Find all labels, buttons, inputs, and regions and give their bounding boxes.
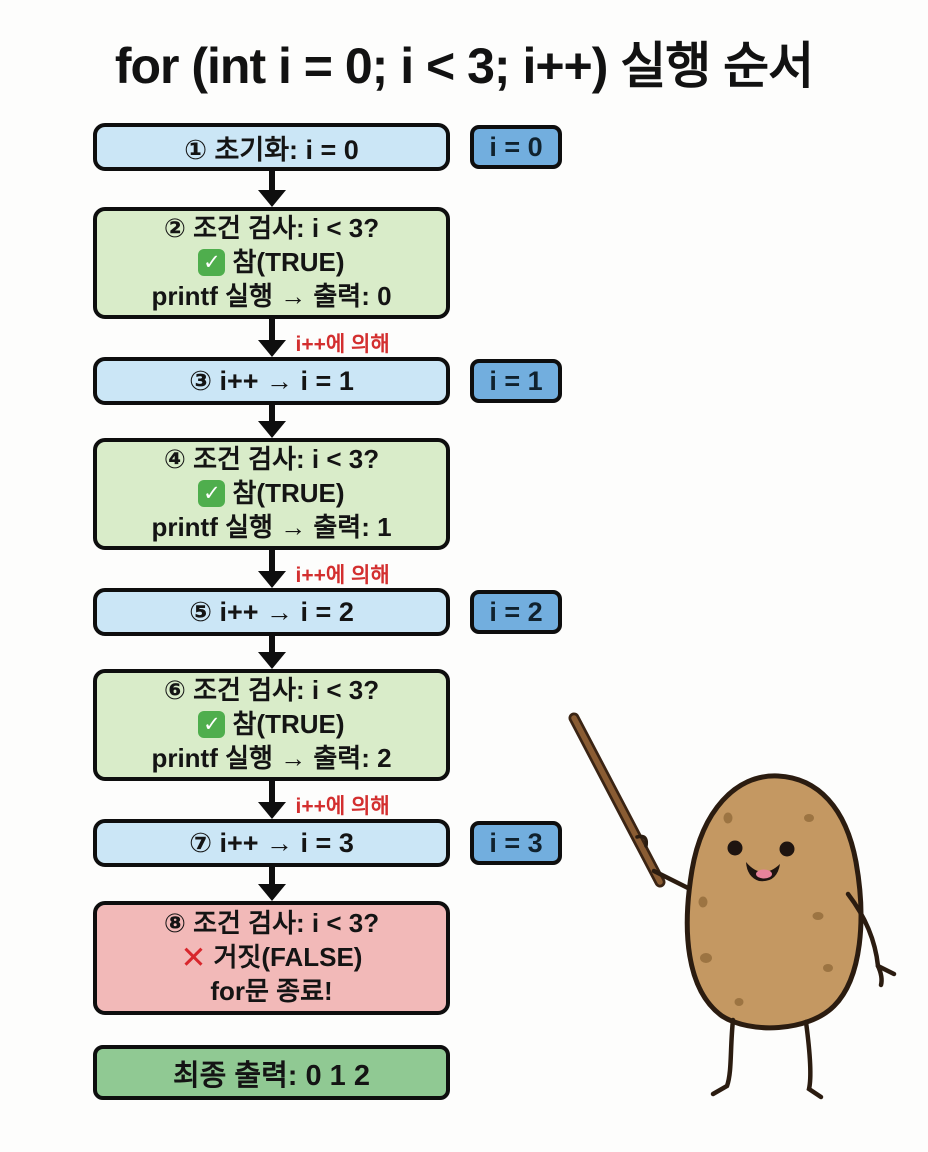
left-eye — [727, 840, 743, 856]
flow-box-final-output: 최종 출력: 0 1 2 — [93, 1045, 450, 1100]
check-icon: ✓ — [198, 249, 226, 277]
arrow-head — [257, 802, 286, 819]
var-badge-i0-label: i = 0 — [489, 131, 543, 162]
step-row-3: ③ i++ → i = 1 i = 1 — [93, 357, 562, 405]
flowchart: ① 초기화: i = 0 i = 0 ② 조건 검사: i < 3? ✓ 참(T… — [93, 123, 562, 1100]
potato-right-arm — [845, 891, 897, 988]
cross-icon: ✕ — [180, 940, 207, 976]
arrow-down-icon — [93, 405, 450, 438]
potato-spots — [698, 812, 833, 1006]
cond-result-label: 참(TRUE) — [232, 247, 345, 278]
var-badge-i2: i = 2 — [470, 590, 562, 634]
arrow-head — [257, 884, 286, 901]
cond-result-label: 거짓(FALSE) — [213, 942, 363, 973]
increment-cause-label: i++에 의해 — [295, 795, 390, 818]
flow-box-init-label: ① 초기화: i = 0 — [184, 134, 359, 165]
potato-legs — [710, 1017, 824, 1100]
mouth — [746, 862, 780, 882]
var-badge-i1: i = 1 — [470, 359, 562, 403]
flow-box-cond-3: ⑥ 조건 검사: i < 3? ✓ 참(TRUE) printf 실행 → 출력… — [93, 669, 450, 781]
arrow-head — [257, 652, 286, 669]
arrow-down-icon: i++에 의해 — [93, 319, 450, 357]
printf-line: printf 실행 → 출력: 0 — [151, 280, 392, 311]
var-badge-i1-label: i = 1 — [489, 365, 543, 396]
flow-box-cond-2: ④ 조건 검사: i < 3? ✓ 참(TRUE) printf 실행 → 출력… — [93, 438, 450, 550]
arrow-head — [257, 571, 286, 588]
increment-cause-label: i++에 의해 — [295, 333, 390, 356]
arrow-shaft — [268, 636, 275, 652]
cond-result-line: ✓ 참(TRUE) — [198, 477, 345, 511]
flow-box-cond-1: ② 조건 검사: i < 3? ✓ 참(TRUE) printf 실행 → 출력… — [93, 207, 450, 319]
flow-box-terminate: ⑧ 조건 검사: i < 3? ✕ 거짓(FALSE) for문 종료! — [93, 901, 450, 1015]
flow-box-incr-2: ⑤ i++ → i = 2 — [93, 588, 450, 636]
loop-end-label: for문 종료! — [210, 975, 333, 1006]
flow-box-incr-1-label: ③ i++ → i = 1 — [189, 365, 354, 396]
var-badge-i0: i = 0 — [470, 125, 562, 169]
printf-line: printf 실행 → 출력: 2 — [151, 742, 392, 773]
potato-face — [727, 840, 795, 882]
arrow-shaft — [268, 319, 275, 340]
step-row-7: ⑦ i++ → i = 3 i = 3 — [93, 819, 562, 867]
pointer-stick-icon — [568, 712, 666, 888]
spacer — [93, 1015, 450, 1045]
cond-result-line: ✕ 거짓(FALSE) — [181, 941, 363, 975]
arrow-shaft — [268, 781, 275, 802]
cond-result-line: ✓ 참(TRUE) — [198, 246, 345, 280]
arrow-shaft — [268, 171, 275, 190]
arrow-head — [257, 190, 286, 207]
step-row-1: ① 초기화: i = 0 i = 0 — [93, 123, 562, 171]
cond-line: ⑧ 조건 검사: i < 3? — [163, 908, 380, 939]
arrow-shaft — [268, 405, 275, 421]
arrow-down-icon — [93, 171, 450, 207]
flow-box-incr-3-label: ⑦ i++ → i = 3 — [189, 827, 354, 858]
arrow-head — [257, 421, 286, 438]
arrow-down-icon — [93, 867, 450, 901]
right-eye — [779, 841, 795, 857]
cond-result-label: 참(TRUE) — [232, 709, 345, 740]
var-badge-i2-label: i = 2 — [489, 596, 543, 627]
arrow-shaft — [268, 550, 275, 571]
final-output-label: 최종 출력: 0 1 2 — [173, 1059, 370, 1092]
printf-line: printf 실행 → 출력: 1 — [151, 511, 392, 542]
arrow-down-icon: i++에 의해 — [93, 550, 450, 588]
var-badge-i3-label: i = 3 — [489, 827, 543, 858]
cond-line: ④ 조건 검사: i < 3? — [163, 444, 380, 475]
arrow-shaft — [268, 867, 275, 884]
cond-result-label: 참(TRUE) — [232, 478, 345, 509]
potato-left-arm — [651, 868, 695, 893]
flow-box-incr-1: ③ i++ → i = 1 — [93, 357, 450, 405]
flow-box-incr-2-label: ⑤ i++ → i = 2 — [189, 596, 354, 627]
potato-body — [684, 773, 864, 1031]
flow-box-init: ① 초기화: i = 0 — [93, 123, 450, 171]
flow-box-incr-3: ⑦ i++ → i = 3 — [93, 819, 450, 867]
cond-result-line: ✓ 참(TRUE) — [198, 708, 345, 742]
tongue — [756, 869, 772, 879]
cond-line: ② 조건 검사: i < 3? — [163, 213, 380, 244]
page-title: for (int i = 0; i < 3; i++) 실행 순서 — [114, 38, 814, 94]
arrow-head — [257, 340, 286, 357]
arrow-down-icon: i++에 의해 — [93, 781, 450, 819]
arrow-down-icon — [93, 636, 450, 669]
potato-mascot — [568, 712, 897, 1100]
cond-line: ⑥ 조건 검사: i < 3? — [163, 675, 380, 706]
step-row-5: ⑤ i++ → i = 2 i = 2 — [93, 588, 562, 636]
check-icon: ✓ — [198, 480, 226, 508]
var-badge-i3: i = 3 — [470, 821, 562, 865]
increment-cause-label: i++에 의해 — [295, 564, 390, 587]
check-icon: ✓ — [198, 711, 226, 739]
